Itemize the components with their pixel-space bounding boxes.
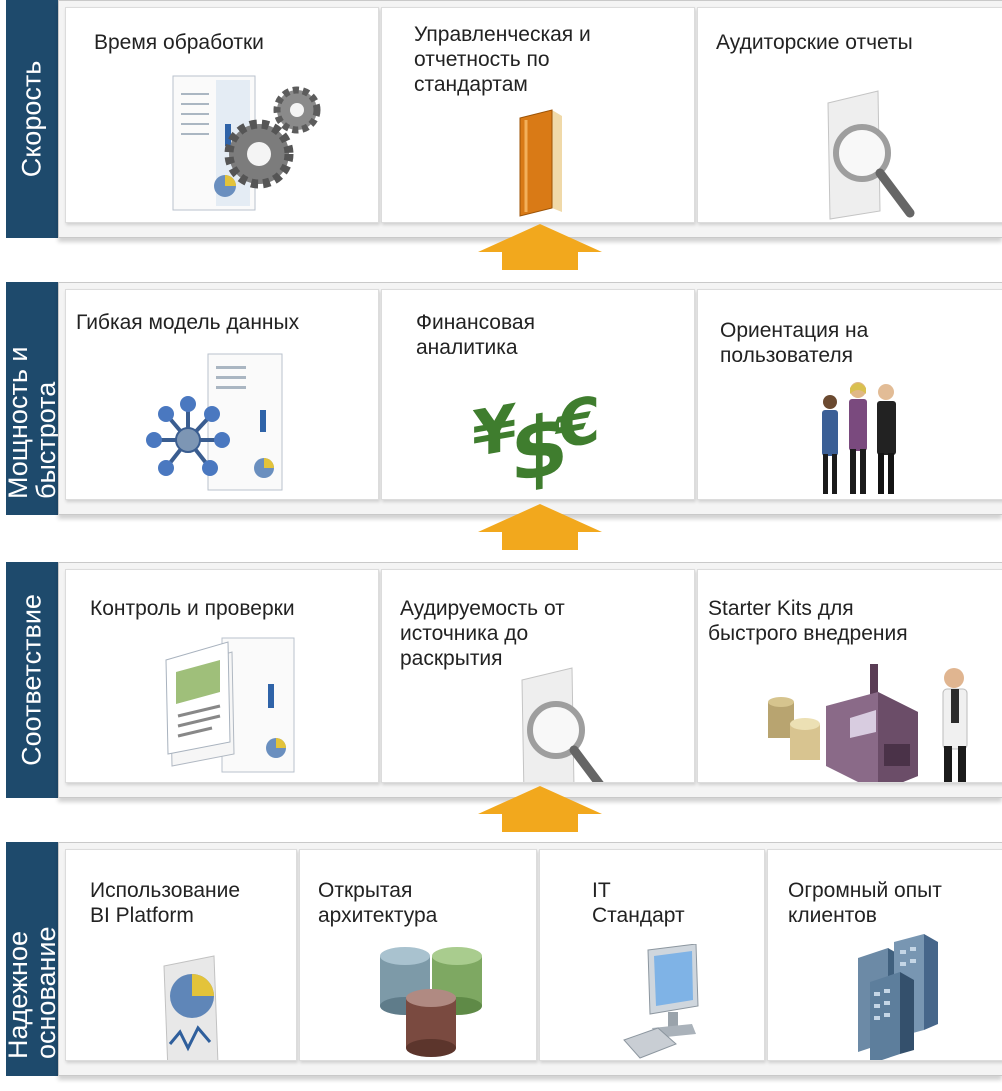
magnifier-document-icon bbox=[827, 90, 915, 220]
report-gears-icon bbox=[172, 75, 321, 211]
up-arrow-icon bbox=[478, 786, 602, 832]
computer-icon bbox=[623, 944, 699, 1059]
tier-label: Надежное основание bbox=[6, 842, 58, 1076]
tier-compliance: Соответствие Контроль и проверки Аудируе… bbox=[0, 562, 1002, 798]
factory-person-icon bbox=[768, 664, 968, 782]
up-arrow-icon bbox=[478, 224, 602, 270]
cell-audit-reports: Аудиторские отчеты bbox=[697, 7, 1002, 223]
cell-open-architecture: Открытая архитектура bbox=[299, 849, 537, 1061]
up-arrow-icon bbox=[478, 504, 602, 550]
business-people-icon bbox=[822, 382, 896, 494]
data-model-icon bbox=[146, 353, 283, 491]
tier-frame: Контроль и проверки Аудируемость от исто… bbox=[58, 562, 1002, 798]
cell-processing-time: Время обработки bbox=[65, 7, 379, 223]
cell-label: Гибкая модель данных bbox=[76, 311, 300, 334]
cell-bi-platform: Использование BI Platform bbox=[65, 849, 297, 1061]
cell-label: Starter Kits для быстрого внедрения bbox=[708, 597, 908, 645]
cell-label: Контроль и проверки bbox=[90, 597, 295, 620]
cell-label: Финансовая аналитика bbox=[416, 311, 535, 359]
tier-foundation: Надежное основание Использование BI Plat… bbox=[0, 842, 1002, 1076]
tier-label: Скорость bbox=[6, 0, 58, 238]
cell-label: Огромный опыт клиентов bbox=[788, 879, 942, 927]
tier-label: Соответствие bbox=[6, 562, 58, 798]
magnifier-document-icon bbox=[521, 667, 604, 782]
cell-label: Время обработки bbox=[94, 31, 264, 54]
cell-auditability: Аудируемость от источника до раскрытия bbox=[381, 569, 695, 783]
cell-label: Аудиторские отчеты bbox=[716, 31, 913, 54]
cell-label: Аудируемость от источника до раскрытия bbox=[400, 597, 565, 670]
cell-label: Использование BI Platform bbox=[90, 879, 241, 927]
cell-it-standard: IT Стандарт bbox=[539, 849, 765, 1061]
cell-label: Управленческая и отчетность по стандарта… bbox=[414, 23, 591, 96]
cell-management-reporting: Управленческая и отчетность по стандарта… bbox=[381, 7, 695, 223]
tier-frame: Использование BI Platform Открытая архит… bbox=[58, 842, 1002, 1076]
book-icon bbox=[519, 109, 562, 217]
cell-label: IT Стандарт bbox=[592, 879, 685, 927]
cell-customer-experience: Огромный опыт клиентов bbox=[767, 849, 1002, 1061]
cell-control-checks: Контроль и проверки bbox=[65, 569, 379, 783]
currency-symbols-icon: ¥ $ € bbox=[472, 383, 601, 500]
cell-starter-kits: Starter Kits для быстрого внедрения bbox=[697, 569, 1002, 783]
databases-icon bbox=[380, 947, 482, 1057]
tier-speed: Скорость Время обработки Управ bbox=[0, 0, 1002, 238]
pie-report-icon bbox=[163, 955, 219, 1060]
report-pages-icon bbox=[165, 637, 295, 773]
cell-label: Открытая архитектура bbox=[318, 879, 438, 927]
cell-user-orientation: Ориентация на пользователя bbox=[697, 289, 1002, 500]
tier-frame: Гибкая модель данных bbox=[58, 282, 1002, 515]
cell-financial-analytics: Финансовая аналитика ¥ $ € bbox=[381, 289, 695, 500]
tier-frame: Время обработки Управленческая и отчетно… bbox=[58, 0, 1002, 238]
cell-flexible-data-model: Гибкая модель данных bbox=[65, 289, 379, 500]
server-buildings-icon bbox=[858, 934, 938, 1060]
tier-power: Мощность и быстрота Гибкая модель данных bbox=[0, 282, 1002, 515]
tier-label: Мощность и быстрота bbox=[6, 282, 58, 515]
cell-label: Ориентация на пользователя bbox=[720, 319, 869, 367]
